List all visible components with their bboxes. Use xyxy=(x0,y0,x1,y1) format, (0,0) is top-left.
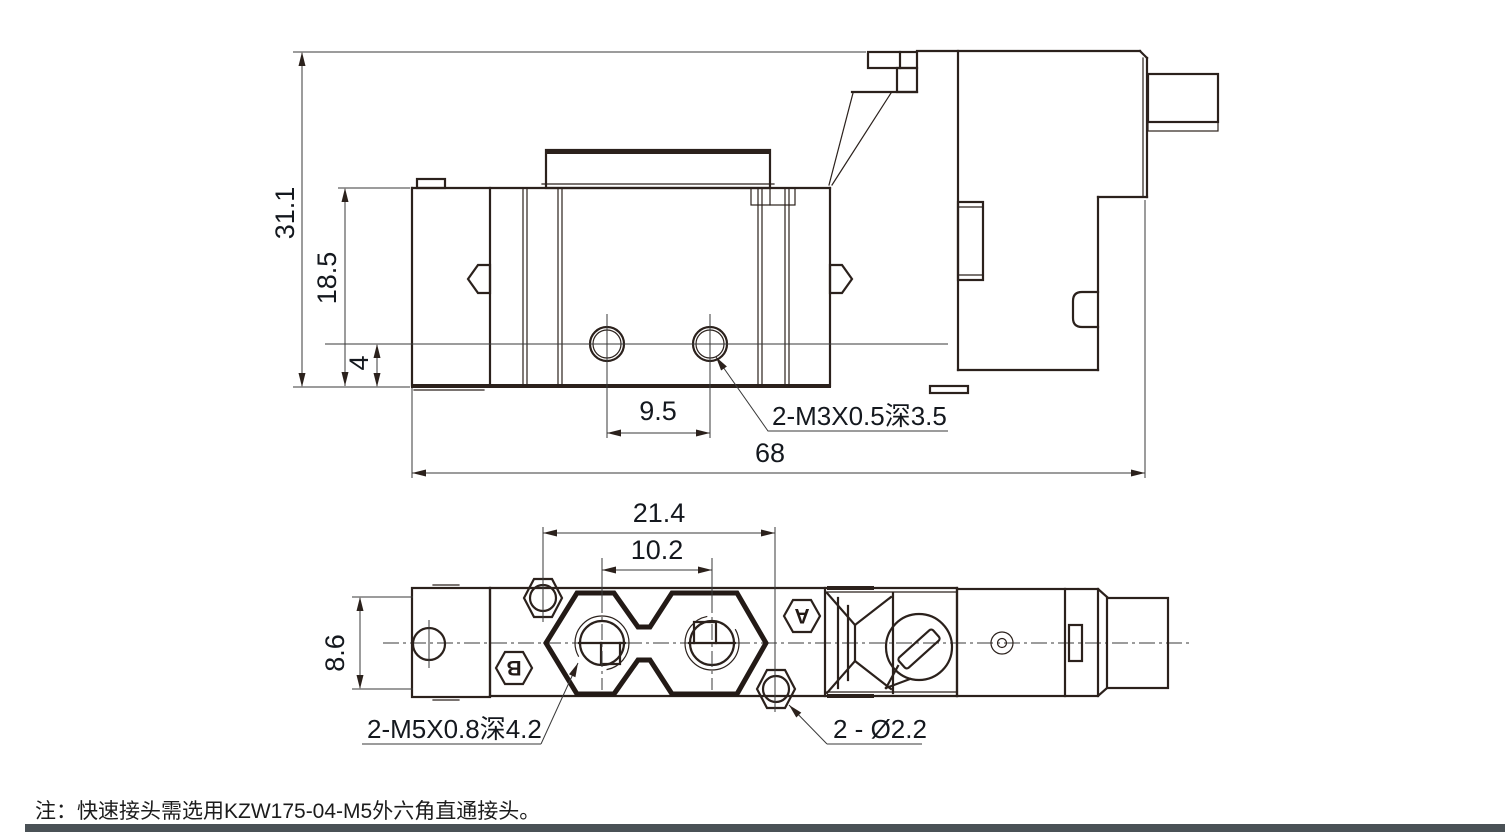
side-view-top-plate xyxy=(541,148,796,206)
side-view-right-ear xyxy=(828,263,854,295)
side-view: 31.1 18.5 4 9.5 xyxy=(270,49,1220,478)
dim-bottom-body-height: 8.6 xyxy=(320,596,413,690)
dim-overall-width: 68 xyxy=(411,200,1146,478)
bottom-view-port-boss xyxy=(543,590,769,697)
side-view-valve-body xyxy=(410,177,832,391)
port-a-badge: A xyxy=(782,598,822,634)
side-view-left-ear xyxy=(466,263,492,295)
dim-body-height: 18.5 xyxy=(312,187,410,386)
dim-nut-spacing: 21.4 xyxy=(542,498,776,712)
dim-body-height-value: 18.5 xyxy=(312,252,342,305)
dim-nut-spacing-value: 21.4 xyxy=(633,498,686,528)
port-b-label: B xyxy=(506,656,521,679)
port-a-label: A xyxy=(794,604,809,627)
dim-port-spacing-value: 10.2 xyxy=(631,535,684,565)
dim-base-to-port-center-value: 4 xyxy=(344,355,374,370)
side-view-mounting-holes xyxy=(325,314,948,438)
dim-hole-spacing-value: 9.5 xyxy=(639,396,677,426)
dim-hole-spacing: 9.5 xyxy=(607,396,710,437)
footer-bar xyxy=(25,824,1505,832)
dim-overall-width-value: 68 xyxy=(755,438,785,468)
bottom-view-solenoid xyxy=(955,586,1170,698)
bottom-view-hex-screw-bottom xyxy=(755,668,797,710)
dim-port-spacing: 10.2 xyxy=(601,535,713,600)
footnote: 注：快速接头需选用KZW175-04-M5外六角直通接头。 xyxy=(25,800,1505,832)
side-view-connector xyxy=(1146,72,1220,132)
callout-mounting-holes-text: 2-M3X0.5深3.5 xyxy=(772,401,947,431)
dim-overall-height-value: 31.1 xyxy=(270,187,300,240)
manual-override xyxy=(884,612,954,690)
dim-bottom-body-height-value: 8.6 xyxy=(320,634,350,672)
callout-ports: 2-M5X0.8深4.2 xyxy=(362,662,579,745)
footnote-text: 注：快速接头需选用KZW175-04-M5外六角直通接头。 xyxy=(35,800,540,823)
port-a xyxy=(684,597,740,690)
callout-mounting-holes: 2-M3X0.5深3.5 xyxy=(715,356,948,432)
callout-through-holes: 2 - Ø2.2 xyxy=(788,704,927,745)
side-view-bracket xyxy=(828,50,919,186)
dim-overall-height: 31.1 xyxy=(270,51,866,388)
bottom-view-connector xyxy=(1105,596,1170,690)
callout-through-holes-text: 2 - Ø2.2 xyxy=(833,714,927,744)
port-b xyxy=(574,597,630,690)
port-b-badge: B xyxy=(494,650,534,686)
side-view-solenoid xyxy=(915,49,1220,395)
bottom-view-pilot-section xyxy=(823,586,895,698)
callout-ports-text: 2-M5X0.8深4.2 xyxy=(367,714,542,744)
bottom-view: B A xyxy=(320,498,1192,745)
dim-base-to-port-center: 4 xyxy=(344,344,381,387)
